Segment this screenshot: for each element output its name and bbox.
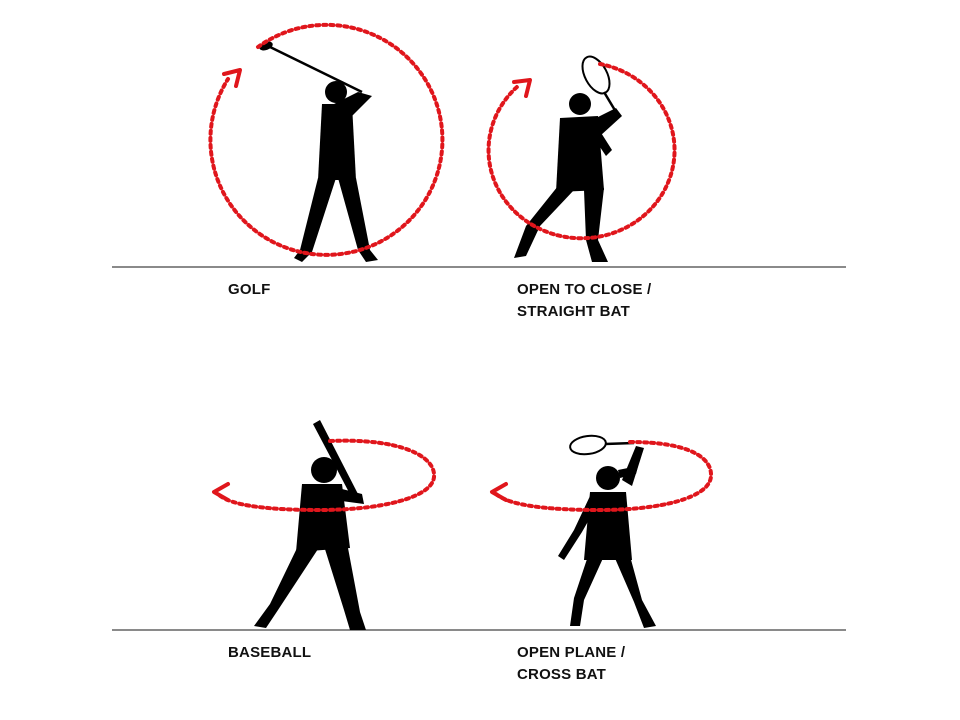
cross-bat-label-line-2: CROSS BAT — [517, 666, 607, 683]
baseball-figure — [254, 420, 366, 630]
squash-straight-figure — [514, 55, 622, 262]
golf-label-line-1: GOLF — [228, 281, 271, 298]
squash-straight-swing-arc — [486, 62, 677, 241]
golf-arrow-head — [222, 68, 242, 88]
baseball-swing-arc — [216, 438, 437, 513]
straight-bat-label-line-2: STRAIGHT BAT — [517, 303, 630, 320]
squash-straight-arrow-head — [512, 78, 532, 98]
golf-swing-arc — [208, 22, 445, 257]
cross-bat-label-line-1: OPEN PLANE / — [517, 644, 626, 661]
baseball-arrow-head — [212, 482, 230, 502]
straight-bat-label: OPEN TO CLOSE / STRAIGHT BAT — [517, 279, 651, 323]
squash-cross-swing-arc — [494, 440, 713, 513]
golf-label: GOLF — [228, 279, 270, 301]
squash-cross-figure — [558, 434, 656, 628]
baseball-label-line-1: BASEBALL — [228, 644, 312, 661]
cross-bat-label: OPEN PLANE / CROSS BAT — [517, 642, 625, 686]
straight-bat-label-line-1: OPEN TO CLOSE / — [517, 281, 652, 298]
golf-figure — [259, 41, 378, 262]
baseball-label: BASEBALL — [228, 642, 311, 664]
squash-cross-arrow-head — [490, 482, 508, 502]
golf-club — [267, 44, 363, 94]
